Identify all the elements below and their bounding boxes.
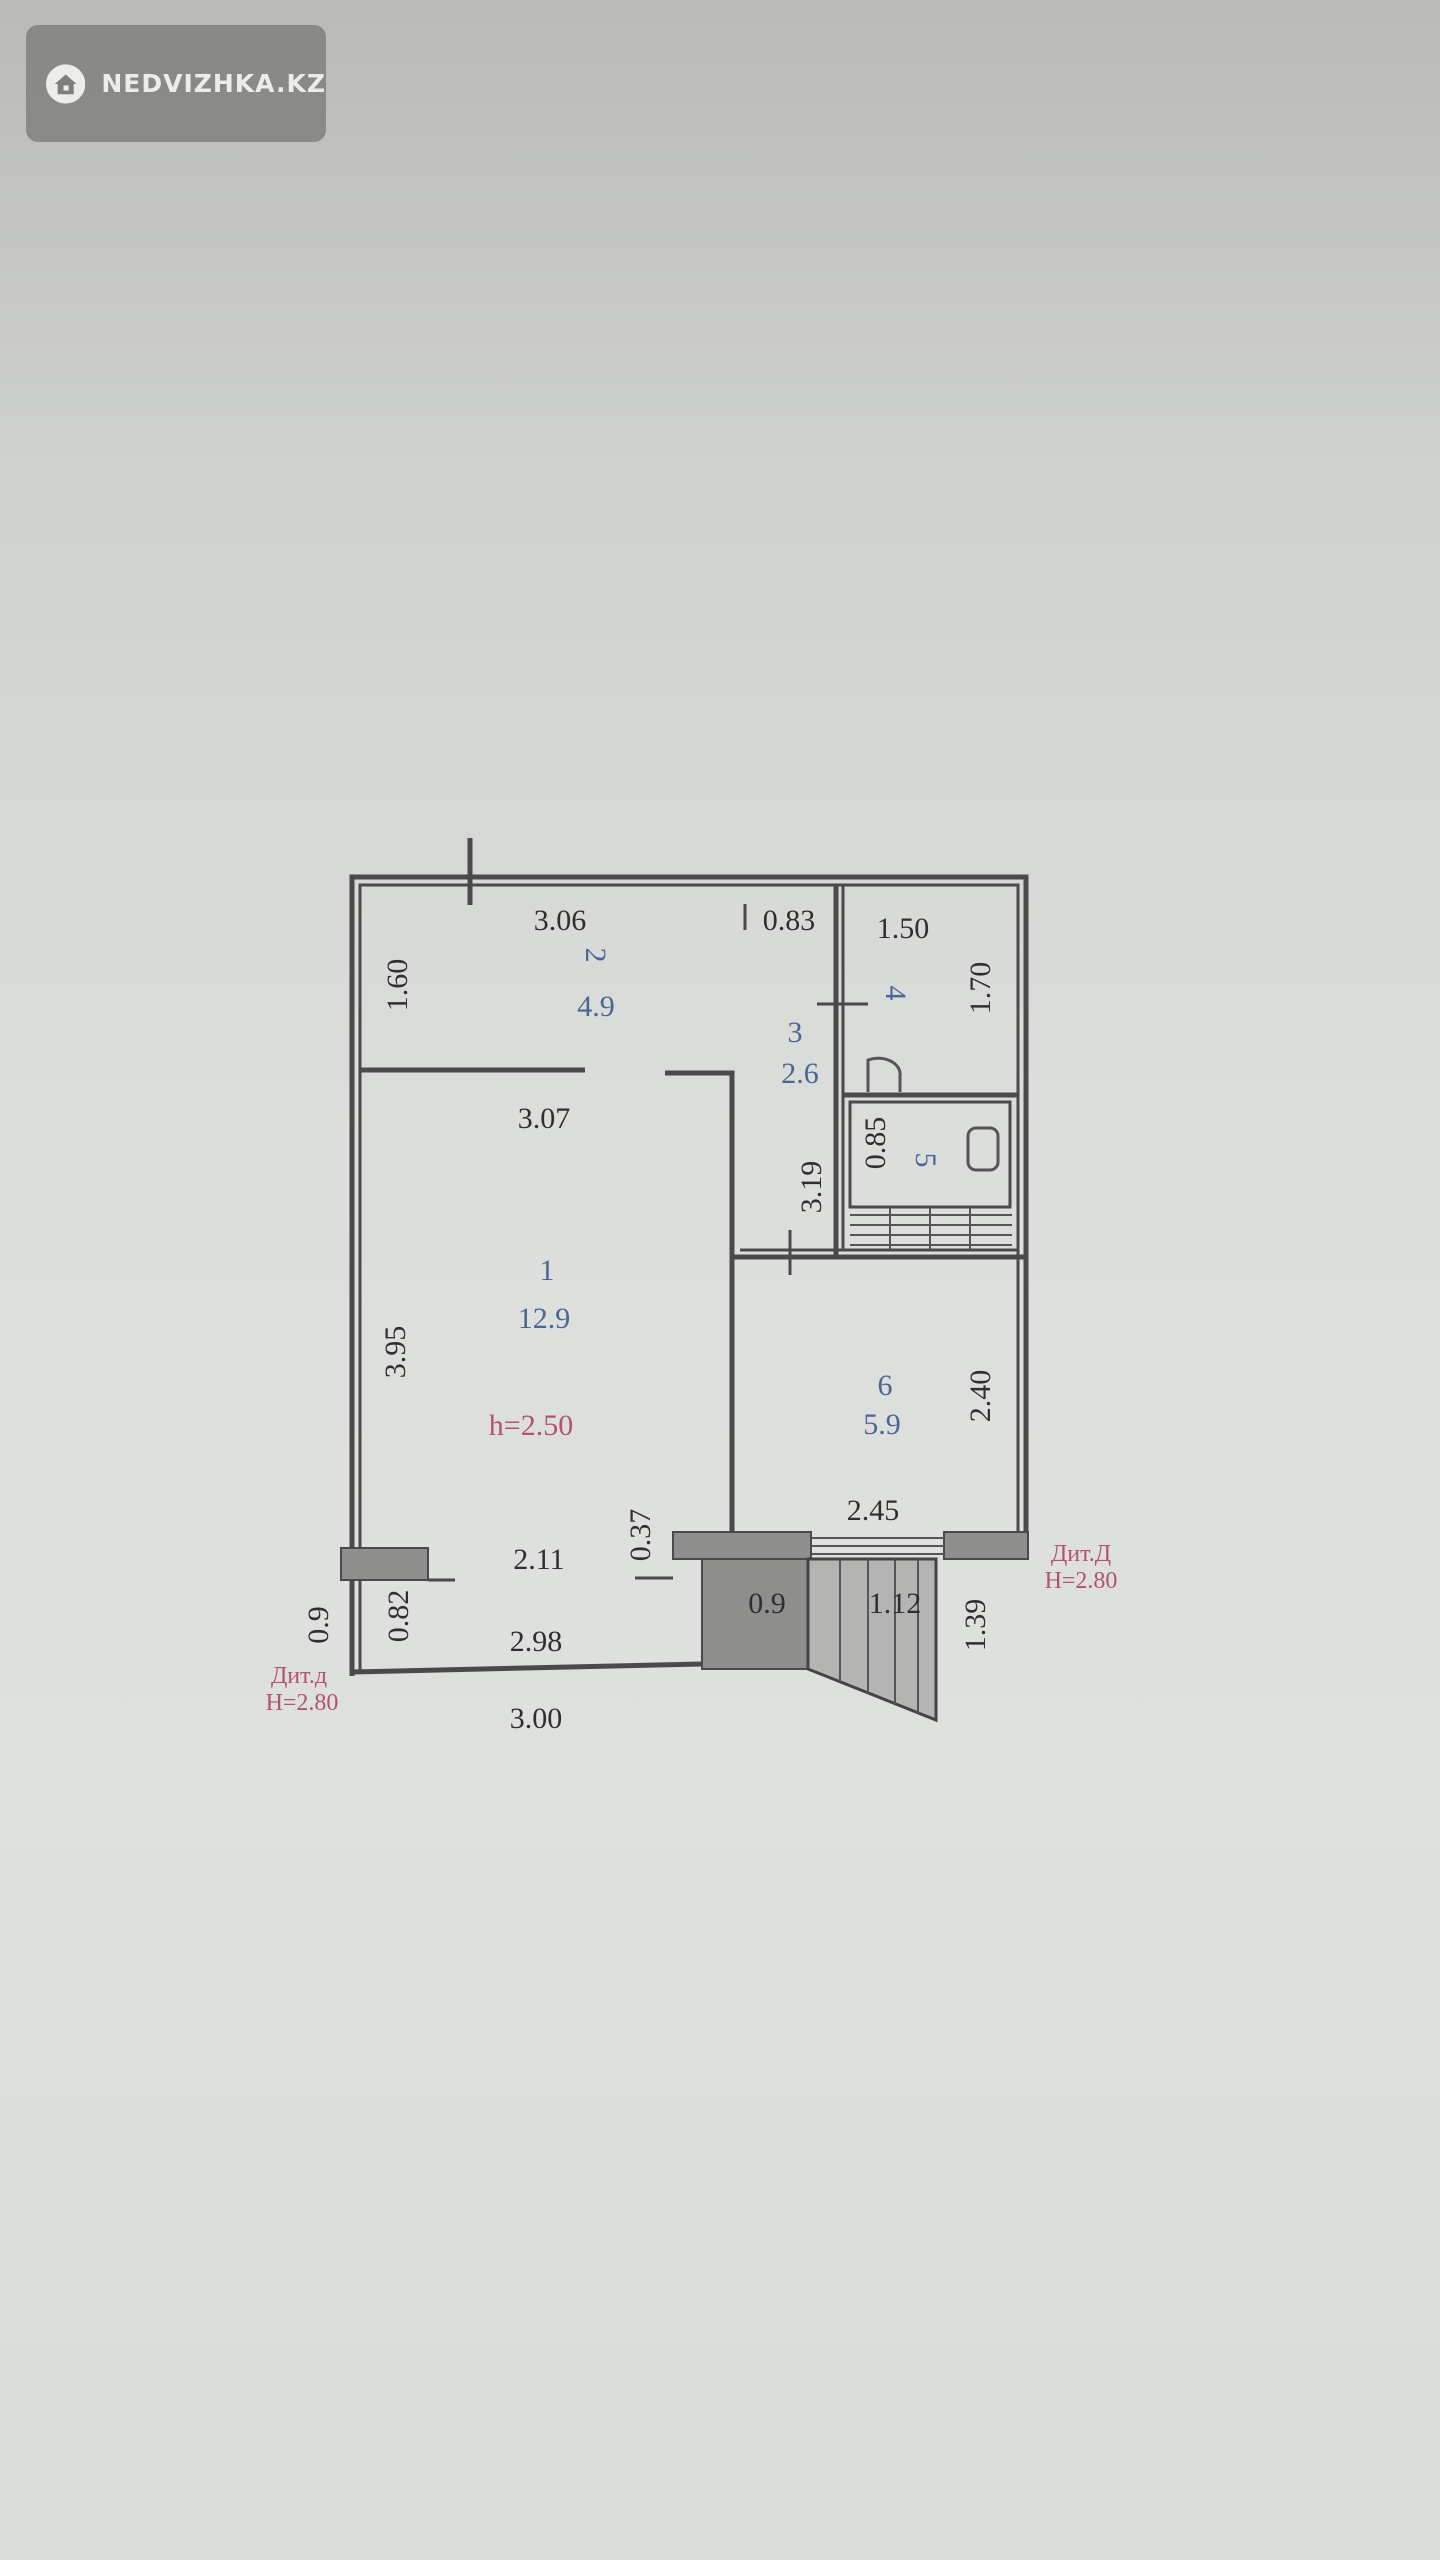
watermark-logo: NEDVIZHKA.KZ [26, 25, 326, 142]
stair-hatch [850, 1208, 1012, 1250]
dimension: 1.50 [877, 912, 930, 945]
sink-icon [966, 1126, 1000, 1172]
room-1-number: 1 [540, 1254, 555, 1287]
dimension: 0.37 [624, 1509, 657, 1562]
dimension: 3.06 [534, 904, 587, 937]
dimension: 2.98 [510, 1625, 563, 1658]
dimension: 2.40 [964, 1370, 997, 1423]
dimension: 0.83 [763, 904, 816, 937]
dimension: 3.00 [510, 1702, 563, 1735]
room-5-number: 5 [909, 1153, 942, 1168]
brand-name: NEDVIZHKA.KZ [101, 69, 326, 98]
dimension: 0.85 [859, 1117, 892, 1170]
dimension: 0.82 [382, 1590, 415, 1643]
annotation-height: H=2.80 [1045, 1568, 1118, 1594]
room-6-number: 6 [878, 1369, 893, 1402]
room-2-area: 4.9 [577, 990, 615, 1023]
annotation-label: Дит.Д [1051, 1541, 1111, 1567]
annotation-label: Дит.д [271, 1663, 327, 1689]
dimension: 2.11 [513, 1543, 564, 1576]
dimension: 3.07 [518, 1102, 571, 1135]
dimension: 0.9 [302, 1606, 335, 1644]
room-4-number: 4 [879, 986, 912, 1001]
dimension: 3.19 [795, 1161, 828, 1214]
dimension: 2.45 [847, 1494, 900, 1527]
walls [340, 838, 1029, 1723]
dimension: 1.60 [381, 959, 414, 1012]
annotation-height: H=2.80 [266, 1690, 339, 1716]
dimension: 3.95 [379, 1326, 412, 1379]
toilet-icon [866, 1056, 902, 1092]
room-6-area: 5.9 [863, 1408, 901, 1441]
room-1-area: 12.9 [518, 1302, 571, 1335]
house-icon [46, 63, 86, 104]
dimension: 1.39 [959, 1599, 992, 1652]
room-2-number: 2 [579, 948, 612, 963]
room-3-number: 3 [788, 1016, 803, 1049]
dimension: 1.12 [869, 1587, 922, 1620]
entrance-stairs [806, 1557, 938, 1723]
ceiling-height: h=2.50 [489, 1409, 573, 1442]
dimension: 1.70 [964, 962, 997, 1015]
dimension: 0.9 [748, 1587, 786, 1620]
room-3-area: 2.6 [781, 1057, 819, 1090]
